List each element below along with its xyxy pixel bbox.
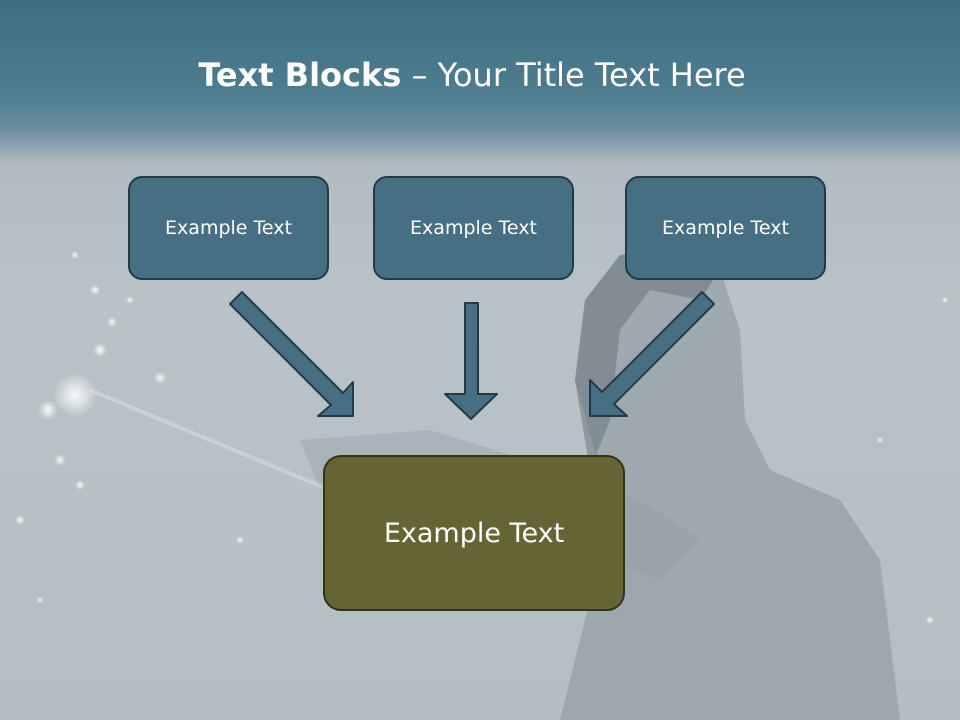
title-separator: – bbox=[401, 56, 438, 94]
header-band bbox=[0, 0, 960, 165]
arrow-center-icon bbox=[444, 302, 498, 420]
text-block-2[interactable]: Example Text bbox=[373, 176, 574, 280]
arrow-left-icon bbox=[229, 291, 354, 417]
wand bbox=[89, 388, 331, 492]
page-title: Text Blocks – Your Title Text Here bbox=[0, 54, 944, 96]
title-rest: Your Title Text Here bbox=[437, 56, 746, 94]
title-bold: Text Blocks bbox=[198, 56, 402, 94]
text-block-1[interactable]: Example Text bbox=[128, 176, 329, 280]
figure-hair bbox=[575, 245, 720, 470]
arrow-right-icon bbox=[589, 291, 715, 417]
text-block-main[interactable]: Example Text bbox=[323, 455, 625, 611]
sparkles bbox=[15, 251, 948, 624]
text-block-3[interactable]: Example Text bbox=[625, 176, 826, 280]
